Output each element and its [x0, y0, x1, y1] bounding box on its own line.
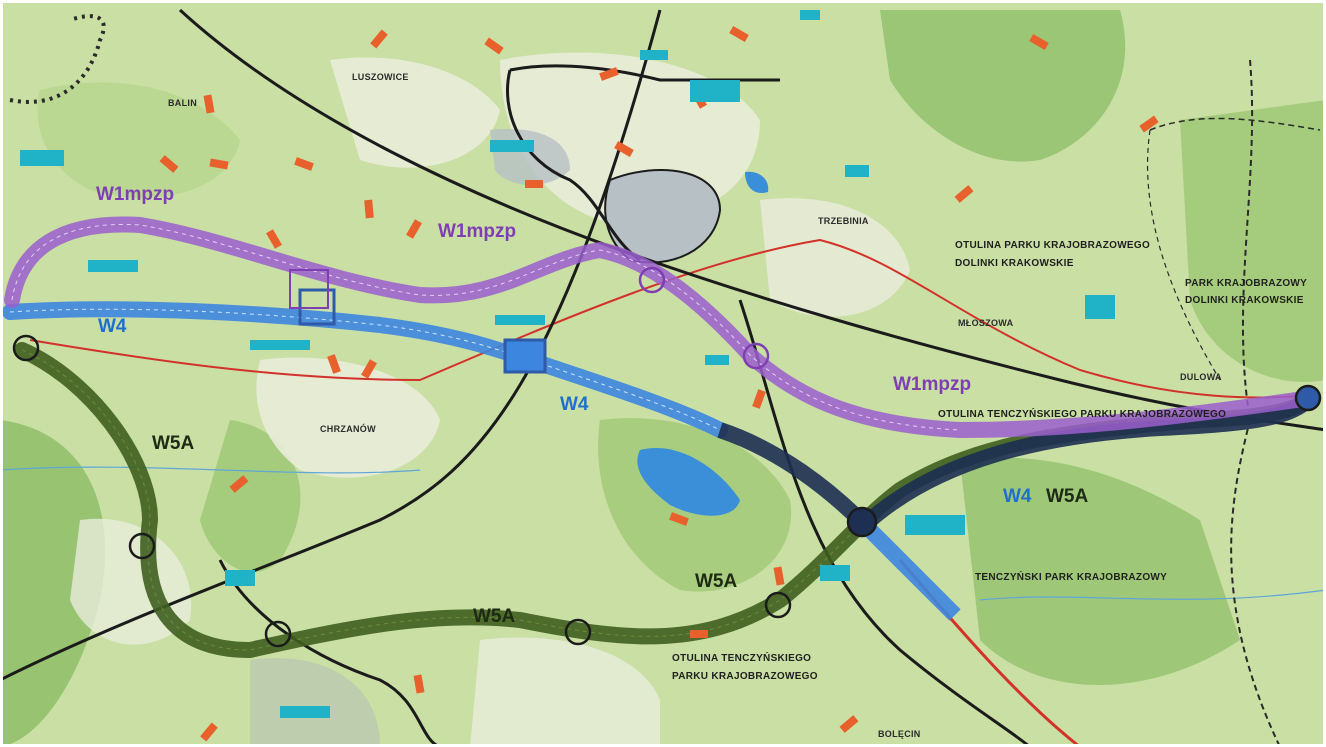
- area-otulina-tenczynski: OTULINA TENCZYŃSKIEGO PARKU KRAJOBRAZOWE…: [938, 407, 1226, 420]
- junction-marker: [764, 591, 792, 619]
- water-bodies: [0, 171, 1326, 601]
- place-mloszowa: MŁOSZOWA: [958, 318, 1014, 328]
- junction-marker: [128, 532, 156, 560]
- route-label-w5a: W5A: [695, 571, 738, 592]
- junction-marker: [1294, 384, 1322, 412]
- area-park-dolinki-line1: PARK KRAJOBRAZOWY: [1185, 278, 1307, 289]
- place-balin: BALIN: [168, 98, 197, 108]
- junction-marker: [742, 342, 770, 370]
- route-label-w1mpzp: W1mpzp: [438, 221, 516, 242]
- interchange-marker: [503, 338, 547, 374]
- area-park-dolinki-line2: DOLINKI KRAKOWSKIE: [1185, 295, 1304, 306]
- road-79: [29, 238, 1311, 399]
- route-label-w1mpzp: W1mpzp: [893, 374, 971, 395]
- stream: [0, 466, 421, 474]
- route-label-w5a: W5A: [1046, 486, 1089, 507]
- area-otulina-dolinki-line2: DOLINKI KRAKOWSKIE: [955, 258, 1074, 269]
- place-chrzanow: CHRZANÓW: [320, 423, 376, 434]
- interchange-marker: [289, 269, 329, 309]
- route-label-w4: W4: [560, 394, 589, 415]
- junction-marker: [564, 618, 592, 646]
- road-tags: [159, 26, 1159, 742]
- area-tenczynski-park: TENCZYŃSKI PARK KRAJOBRAZOWY: [975, 570, 1167, 583]
- place-dulowa: DULOWA: [1180, 372, 1222, 382]
- junction-marker: [12, 334, 40, 362]
- area-otulina-tenczynskiego-line1: OTULINA TENCZYŃSKIEGO: [672, 651, 811, 664]
- junction-marker: [846, 506, 878, 538]
- junction-marker: [264, 620, 292, 648]
- route-w1mpzp: [4, 216, 1318, 439]
- junctions: [12, 266, 1322, 648]
- junction-marker: [638, 266, 666, 294]
- route-w4: [2, 301, 1318, 621]
- info-boxes: [20, 10, 1115, 718]
- quarry-area: [604, 169, 722, 264]
- route-label-w1mpzp: W1mpzp: [96, 184, 174, 205]
- place-luszowice: LUSZOWICE: [352, 72, 409, 82]
- route-label-w4: W4: [98, 316, 127, 337]
- route-label-w4: W4: [1003, 486, 1032, 507]
- pond: [745, 171, 769, 194]
- place-trzebinia: TRZEBINIA: [818, 216, 869, 226]
- place-bolecin: BOLĘCIN: [878, 729, 921, 739]
- route-label-w5a: W5A: [473, 606, 516, 627]
- stream: [979, 589, 1326, 601]
- area-otulina-dolinki-line1: OTULINA PARKU KRAJOBRAZOWEGO: [955, 240, 1150, 251]
- lake: [637, 448, 740, 516]
- route-label-w5a: W5A: [152, 433, 195, 454]
- area-otulina-tenczynskiego-line2: PARKU KRAJOBRAZOWEGO: [672, 671, 818, 682]
